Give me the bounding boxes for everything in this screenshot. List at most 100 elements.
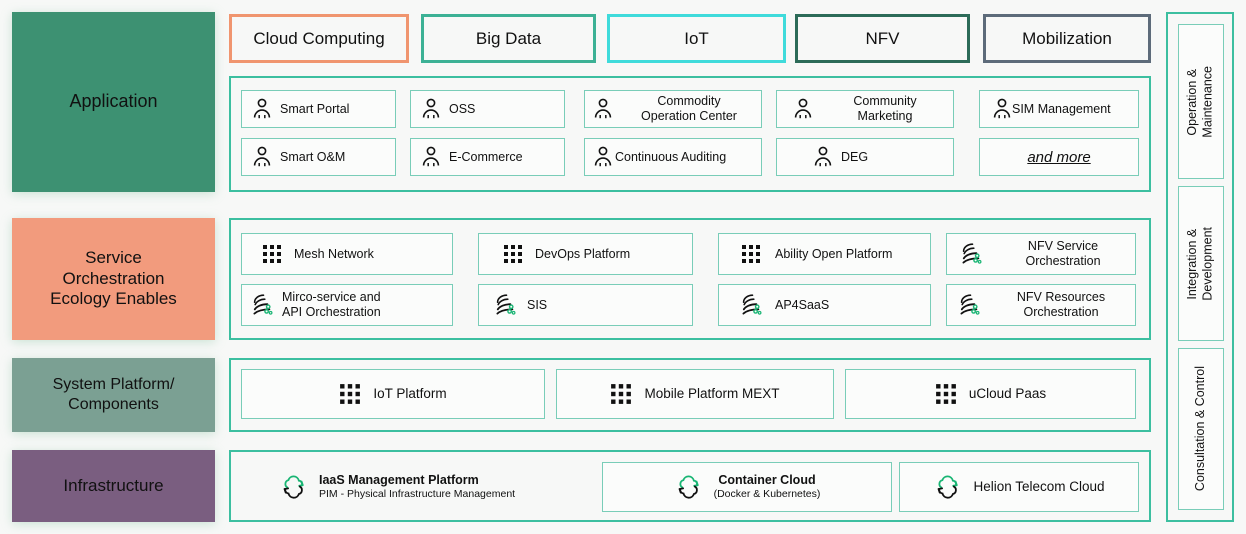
service-item-label-line2: Orchestration [1025,254,1101,268]
service-item-devops-platform[interactable]: DevOps Platform [478,233,693,275]
service-item-label: Mesh Network [294,246,374,261]
layer-label-system-text: System Platform/ Components [47,375,181,414]
service-item-label-line2: API Orchestration [282,305,381,319]
service-item-microservice-api-orchestration[interactable]: Mirco-service and API Orchestration [241,284,453,326]
infra-item-title: Helion Telecom Cloud [973,478,1105,494]
person-icon [593,146,613,168]
system-line-2: Components [68,396,159,413]
infra-item-container-cloud[interactable]: Container Cloud (Docker & Kubernetes) [602,462,892,512]
badge-nfv[interactable]: NFV [795,14,970,63]
grid-dots-icon [339,383,361,405]
infra-item-subtitle: PIM - Physical Infrastructure Management [319,488,516,501]
person-icon [421,98,441,120]
infra-item-helion-telecom-cloud[interactable]: Helion Telecom Cloud [899,462,1139,512]
layer-label-service-text: Service Orchestration Ecology Enables [44,248,183,310]
app-item-deg[interactable]: DEG [776,138,954,176]
sidebar-item-label: Consultation & Control [1193,366,1208,492]
badge-iot[interactable]: IoT [607,14,786,63]
cloud-refresh-icon [674,474,704,500]
sidebar-item-label: Integration & Development [1185,226,1215,301]
service-item-label-line1: NFV Resources [1016,290,1106,304]
app-item-and-more[interactable]: and more [979,138,1139,176]
app-item-label: Commodity Operation Center [617,94,761,124]
app-item-label: Smart Portal [280,101,350,116]
service-item-nfv-service-orchestration[interactable]: NFV Service Orchestration [946,233,1136,275]
app-item-continuous-auditing[interactable]: Continuous Auditing [584,138,762,176]
badge-iot-label: IoT [684,28,709,48]
person-icon [421,146,441,168]
service-item-label: SIS [527,297,548,312]
app-item-label: and more [1027,148,1091,166]
person-icon [813,146,833,168]
layer-label-infrastructure-text: Infrastructure [63,475,164,495]
badge-big-data[interactable]: Big Data [421,14,596,63]
service-line-2: Orchestration [62,268,165,288]
person-icon [252,98,272,120]
service-item-label-line1: Mirco-service and [282,290,381,304]
service-item-mesh-network[interactable]: Mesh Network [241,233,453,275]
person-icon [593,98,613,120]
sidebar-item-integration-development[interactable]: Integration & Development [1178,186,1224,341]
badge-mobilization-label: Mobilization [1022,28,1112,48]
infra-item-title: IaaS Management Platform [319,472,479,487]
service-item-label: AP4SaaS [775,297,830,312]
system-item-label: uCloud Paas [968,385,1047,401]
service-line-3: Ecology Enables [50,289,177,309]
system-item-iot-platform[interactable]: IoT Platform [241,369,545,419]
layer-label-infrastructure: Infrastructure [12,450,215,522]
service-item-label: NFV Resources Orchestration [987,290,1135,320]
app-item-label: OSS [449,101,476,116]
cloud-refresh-icon [933,474,963,500]
person-icon [252,146,272,168]
service-item-nfv-resources-orchestration[interactable]: NFV Resources Orchestration [946,284,1136,326]
service-item-ability-open-platform[interactable]: Ability Open Platform [718,233,931,275]
grid-dots-icon [741,244,761,264]
app-item-community-marketing[interactable]: Community Marketing [776,90,954,128]
app-item-oss[interactable]: OSS [410,90,565,128]
sidebar-item-consultation-control[interactable]: Consultation & Control [1178,348,1224,510]
person-icon [793,98,813,120]
app-item-label: Continuous Auditing [615,149,727,164]
badge-big-data-label: Big Data [475,28,542,48]
app-item-commodity-operation-center[interactable]: Commodity Operation Center [584,90,762,128]
infra-item-title: Container Cloud [718,472,816,487]
layer-label-system: System Platform/ Components [12,358,215,432]
layer-label-application: Application [12,12,215,192]
sidebar-item-label: Operation & Maintenance [1185,65,1215,138]
badge-cloud-computing[interactable]: Cloud Computing [229,14,409,63]
app-item-e-commerce[interactable]: E-Commerce [410,138,565,176]
system-item-ucloud-paas[interactable]: uCloud Paas [845,369,1136,419]
badge-mobilization[interactable]: Mobilization [983,14,1151,63]
app-item-label-line1: Commodity [657,94,721,108]
service-item-label-line2: Orchestration [1023,305,1099,319]
service-item-sis[interactable]: SIS [478,284,693,326]
system-platform-panel: IoT Platform Mobile Platform MEXT uCloud… [229,358,1151,432]
app-item-label: Smart O&M [280,149,346,164]
app-item-smart-portal[interactable]: Smart Portal [241,90,396,128]
sidebar-item-operation-maintenance[interactable]: Operation & Maintenance [1178,24,1224,179]
swoosh-icon [250,292,276,318]
system-item-label: IoT Platform [373,385,447,401]
infra-item-iaas-management-platform[interactable]: IaaS Management Platform PIM - Physical … [279,462,609,512]
app-item-label-line2: Operation Center [641,109,737,123]
service-orchestration-panel: Mesh Network DevOps Platform Ability Ope… [229,218,1151,340]
app-item-label-line2: Marketing [857,109,913,123]
service-item-ap4saas[interactable]: AP4SaaS [718,284,931,326]
app-item-label: DEG [841,149,869,164]
app-item-label: Community Marketing [817,94,953,124]
swoosh-icon [957,292,983,318]
system-item-mobile-platform-mext[interactable]: Mobile Platform MEXT [556,369,834,419]
swoosh-icon [959,241,985,267]
app-item-smart-om[interactable]: Smart O&M [241,138,396,176]
app-item-label: E-Commerce [449,149,523,164]
app-item-sim-management[interactable]: SIM Management [979,90,1139,128]
layer-label-service: Service Orchestration Ecology Enables [12,218,215,340]
swoosh-icon [739,292,765,318]
service-item-label: DevOps Platform [535,246,631,261]
swoosh-icon [493,292,519,318]
infra-item-subtitle: (Docker & Kubernetes) [713,488,821,501]
service-line-1: Service [85,247,142,267]
infra-item-text: IaaS Management Platform PIM - Physical … [319,473,515,502]
service-item-label: Ability Open Platform [775,246,893,261]
